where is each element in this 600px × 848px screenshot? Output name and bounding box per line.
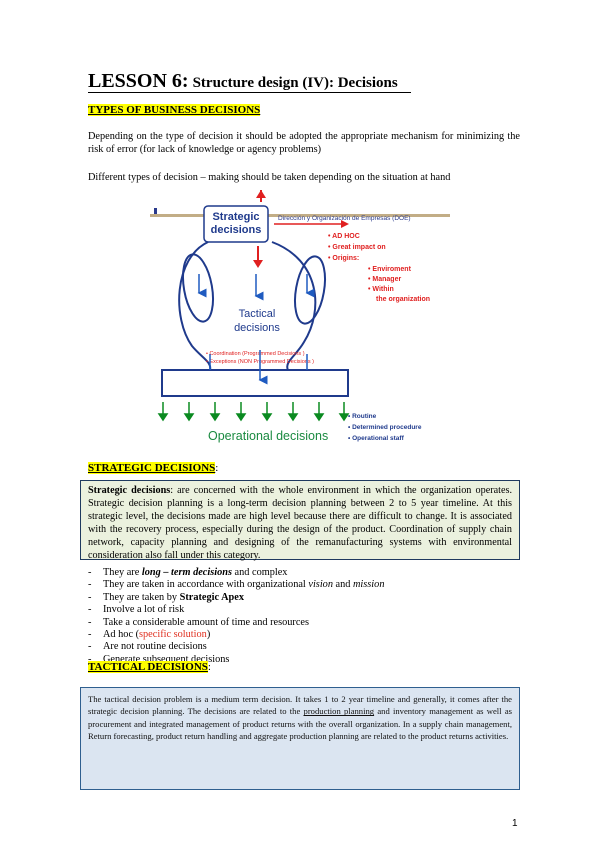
strategic-heading-colon: : [215,462,219,474]
section-heading-tactical: TACTICAL DECISIONS: [88,661,211,673]
left-loop [182,253,214,323]
decision-pyramid-diagram: Dirección y Organización de Empresas (DO… [150,190,450,443]
lesson-subtitle: Structure design (IV): Decisions [192,75,398,91]
section-heading-strategic: STRATEGIC DECISIONS: [88,462,218,474]
svg-text:• Within: • Within [368,286,394,293]
strategic-box-lead: Strategic decisions [88,485,171,496]
title-underline [88,92,411,93]
green-arrows [157,402,350,422]
production-planning-text: production planning [303,706,375,717]
types-heading-text: TYPES OF BUSINESS DECISIONS [88,104,261,116]
tactical-box-text-2: and inventory management as well as proc… [88,706,512,742]
strategic-definition-box: Strategic decisions: are concerned with … [80,480,520,562]
tactical-box-text-1: The tactical decision problem is a mediu… [88,694,512,717]
list-item: They are taken by Strategic Apex [88,592,384,605]
tactical-heading-text: TACTICAL DECISIONS [88,661,208,673]
svg-text:• Routine: • Routine [348,413,377,420]
types-paragraph: Different types of decision – making sho… [88,172,451,183]
page-title: LESSON 6: Structure design (IV): Decisio… [88,70,398,93]
lesson-label: LESSON 6: [88,70,189,92]
strategic-heading-text: STRATEGIC DECISIONS [88,462,216,474]
strategic-label-2: decisions [211,224,262,236]
list-item: Take a considerable amount of time and r… [88,617,384,630]
svg-text:• AD HOC: • AD HOC [328,233,360,240]
coordination-note: • Coordination (Programmed Decisions ) [206,351,305,357]
svg-text:• Manager: • Manager [368,276,401,283]
strategic-notes: • AD HOC • Great impact on • Origins: • … [328,233,430,303]
diagram-header-text: Dirección y Organización de Empresas (DO… [278,215,411,222]
operational-label: Operational decisions [208,429,328,443]
list-item: Ad hoc (specific solution) [88,629,384,642]
operational-box [161,369,349,397]
list-item: They are taken in accordance with organi… [88,579,384,592]
svg-text:• Origins:: • Origins: [328,255,359,262]
svg-text:• Operational staff: • Operational staff [348,435,405,442]
strategic-box [203,205,269,243]
svg-text:• Determined procedure: • Determined procedure [348,424,422,431]
down-red-arrow-head [253,260,263,268]
section-heading-types: TYPES OF BUSINESS DECISIONS [88,104,261,116]
margin-marker [154,208,157,214]
list-item: Involve a lot of risk [88,604,384,617]
strategic-bullet-list: They are long – term decisions and compl… [88,567,384,667]
right-arrow-head [341,220,349,228]
svg-text:• Enviroment: • Enviroment [368,266,412,273]
tactical-label-2: decisions [234,322,280,334]
up-arrow-head [256,190,266,198]
tactical-label-1: Tactical [239,308,276,320]
strategic-label-1: Strategic [212,211,259,223]
strategic-box-text: : are concerned with the whole environme… [88,485,513,562]
tactical-definition-box: The tactical decision problem is a mediu… [80,687,520,790]
intro-paragraph: Depending on the type of decision it sho… [88,131,520,156]
header-band [150,214,450,217]
list-item: Are not routine decisions [88,641,384,654]
operational-notes: • Routine • Determined procedure • Opera… [348,413,422,442]
tactical-heading-colon: : [207,661,211,673]
svg-text:the organization: the organization [376,296,430,303]
page-number: 1 [512,818,518,829]
svg-text:• Great impact on: • Great impact on [328,244,386,251]
right-loop [294,255,326,325]
list-item: They are long – term decisions and compl… [88,567,384,580]
list-item: Generate subsequent decisions [88,654,384,667]
